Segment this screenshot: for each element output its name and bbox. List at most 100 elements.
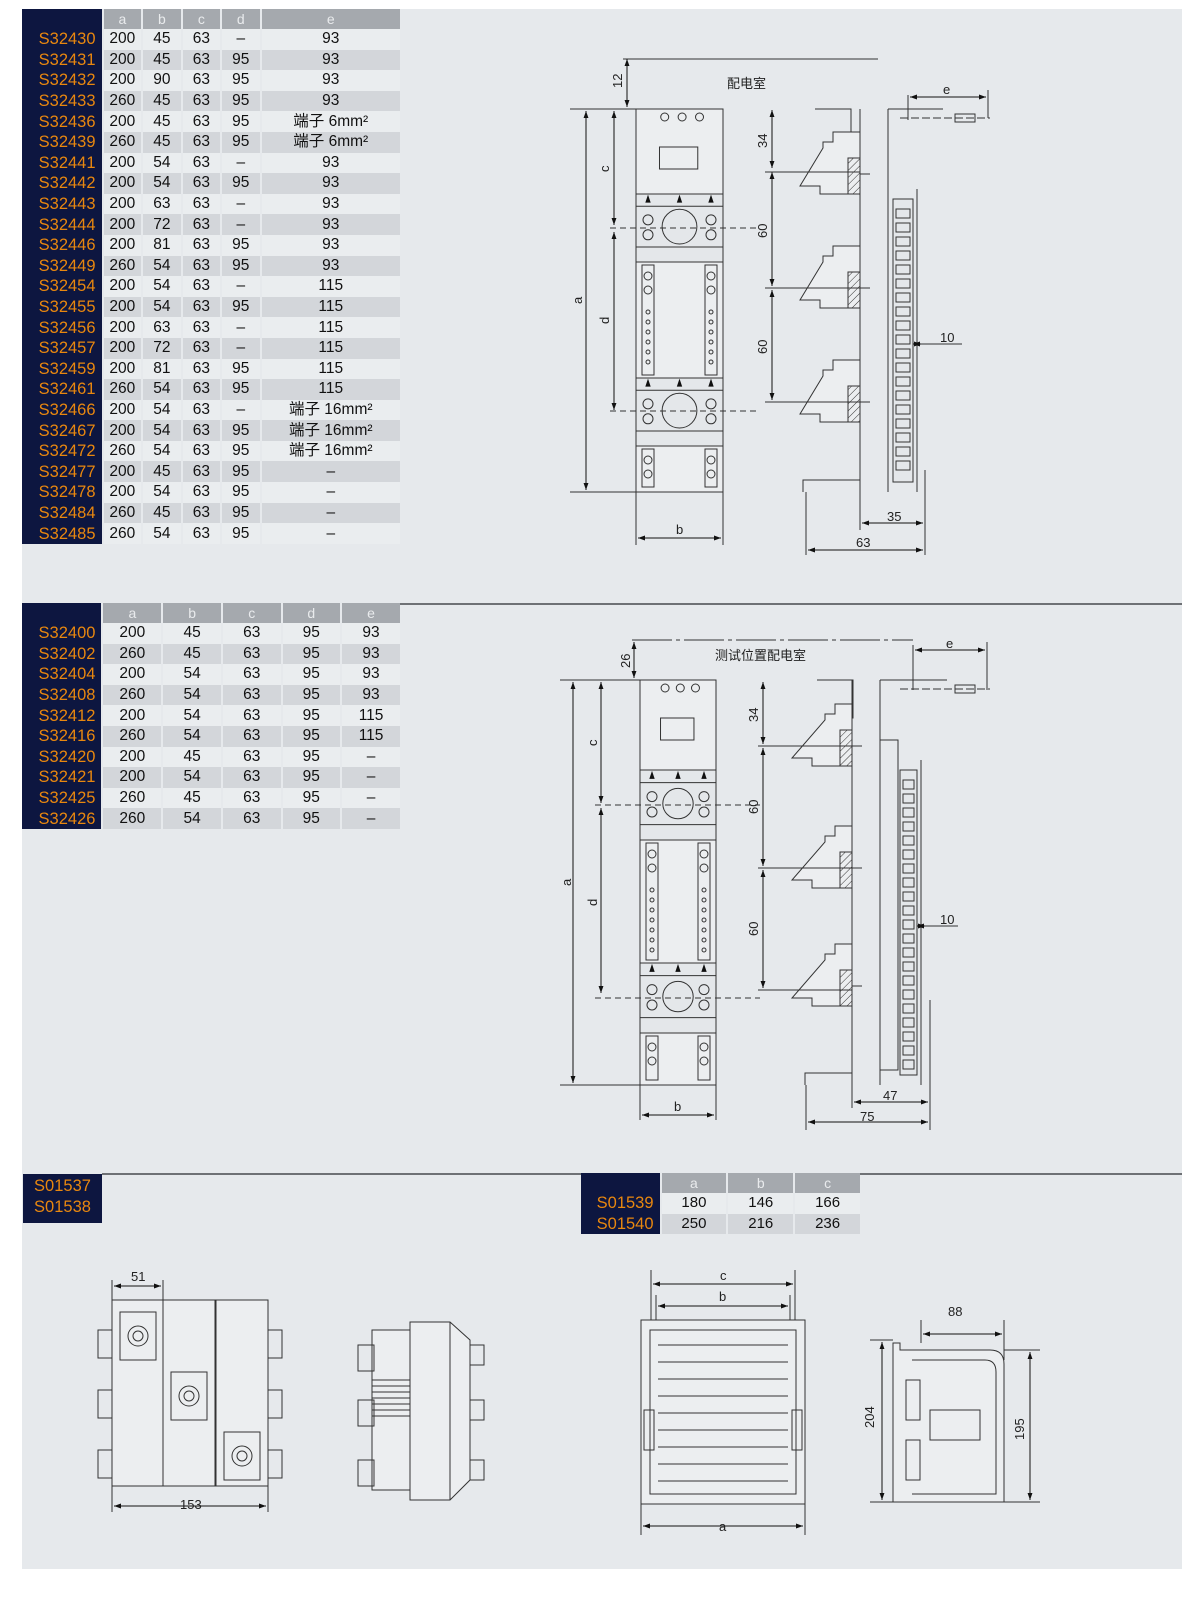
rail-terminal — [902, 961, 915, 972]
rail-hole — [645, 339, 651, 345]
cell-c: 63 — [220, 643, 281, 665]
screw-icon — [643, 271, 653, 281]
column-header-b: b — [161, 603, 221, 623]
screw-icon — [642, 398, 654, 410]
drawing-busbar-modules — [97, 1280, 485, 1512]
product-code: S32456 — [22, 317, 102, 338]
cell-d: – — [220, 29, 260, 50]
terminal-screw-icon — [183, 1390, 195, 1402]
arrow-mark-icon — [649, 770, 655, 779]
cell-b: 90 — [141, 70, 181, 91]
dim-label-75: 75 — [860, 1109, 874, 1124]
cell-c: 63 — [220, 623, 281, 644]
product-code: S32467 — [22, 420, 102, 441]
screw-icon — [647, 1042, 657, 1052]
product-code: S32430 — [22, 29, 102, 50]
screw-icon — [643, 455, 653, 465]
side-clip — [469, 1344, 485, 1366]
product-code: S32416 — [22, 725, 102, 747]
cell-e: – — [259, 502, 400, 524]
rail-terminal — [895, 362, 911, 373]
cell-e: 端子 16mm² — [259, 399, 400, 421]
cell-d: 95 — [280, 808, 341, 829]
switch-block — [635, 377, 724, 447]
screw-icon — [642, 229, 654, 241]
cable-end — [954, 113, 976, 123]
cell-e: 115 — [259, 358, 400, 380]
rail-hole — [649, 907, 655, 913]
dim-label-e: e — [946, 636, 953, 651]
cell-d: 95 — [280, 787, 341, 809]
dim-label-b: b — [674, 1099, 681, 1114]
rail-strip — [704, 264, 718, 376]
rail-terminal — [902, 821, 915, 832]
screw-icon — [646, 984, 658, 996]
cell-c: 63 — [180, 29, 221, 50]
rail-terminal — [895, 320, 911, 331]
product-code: S01539 — [581, 1193, 660, 1214]
enclosure-side-inner — [912, 1359, 997, 1495]
rail-hole — [708, 339, 714, 345]
product-code: S32455 — [22, 296, 102, 318]
product-code: S32408 — [22, 684, 102, 706]
rail-terminal — [902, 989, 915, 1000]
rail-strip — [697, 842, 711, 961]
cable-end — [954, 684, 976, 694]
cell-a: 260 — [101, 787, 162, 809]
cell-b: 54 — [141, 420, 181, 441]
cell-a: 200 — [101, 214, 142, 235]
screw-icon — [699, 1042, 709, 1052]
cell-d: 95 — [220, 111, 260, 132]
dim-label-a: a — [559, 878, 574, 886]
rail-terminal — [902, 835, 915, 846]
product-code: S32400 — [22, 623, 102, 644]
enclosure-inner — [649, 1329, 797, 1495]
product-code: S32436 — [22, 111, 102, 132]
switch-block — [635, 193, 724, 263]
rail-strip — [704, 448, 718, 488]
cell-a: 200 — [101, 399, 142, 421]
cell-e: 115 — [259, 296, 400, 318]
rail-terminal — [902, 1003, 915, 1014]
rail-terminal — [895, 208, 911, 219]
screw-icon — [698, 791, 710, 803]
cell-d: 95 — [220, 131, 260, 153]
cell-d: 95 — [280, 767, 341, 788]
screw-icon — [646, 806, 658, 818]
rail-terminal — [895, 292, 911, 303]
screw-icon — [698, 806, 710, 818]
side-clip — [267, 1449, 283, 1479]
cell-e: – — [259, 523, 400, 544]
rail-hole — [708, 359, 714, 365]
product-code: S32461 — [22, 379, 102, 400]
product-code: S32446 — [22, 234, 102, 256]
rail-hole — [649, 917, 655, 923]
rail-terminal — [902, 849, 915, 860]
drawing-busbar-adapter — [570, 58, 990, 555]
arrow-mark-icon — [645, 194, 651, 203]
cell-b: 54 — [161, 664, 221, 685]
screw-icon — [706, 455, 716, 465]
product-code: S32431 — [22, 49, 102, 71]
product-code: S32425 — [22, 787, 102, 809]
cell-b: 45 — [141, 502, 181, 524]
column-header-b: b — [141, 9, 181, 29]
terminal-screw-icon — [236, 1450, 248, 1462]
rail-hole — [645, 359, 651, 365]
cell-d: 95 — [220, 70, 260, 91]
header-corner — [22, 9, 102, 29]
dim-label-195: 195 — [1012, 1418, 1027, 1440]
column-header-e: e — [340, 603, 400, 623]
cell-c: 63 — [180, 255, 221, 277]
arrow-mark-icon — [649, 963, 655, 972]
rail-terminal — [895, 250, 911, 261]
drawing-title: 配电室 — [727, 76, 766, 91]
